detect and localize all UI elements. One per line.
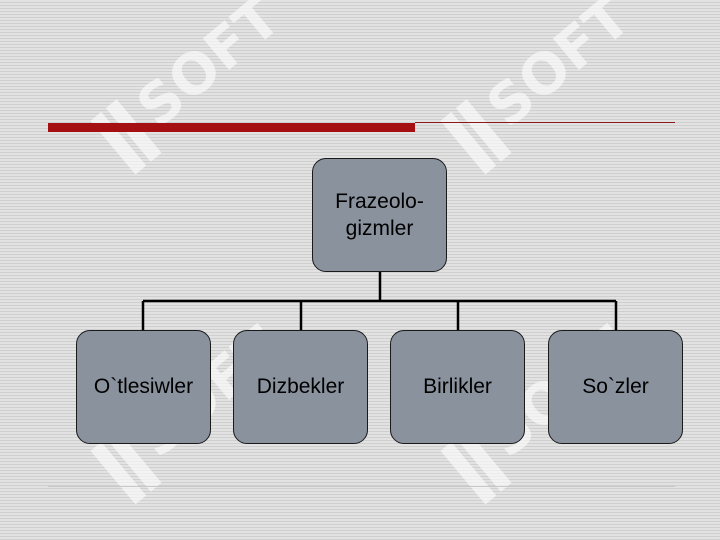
child-node-label: Dizbekler: [256, 375, 345, 399]
title-rule-line: [415, 122, 675, 123]
footer-rule-line: [48, 486, 675, 487]
root-node-label: Frazeolo- gizmler: [335, 189, 424, 240]
child-node-label: Birlikler: [423, 375, 492, 399]
title-accent-bar: [48, 123, 415, 132]
child-node-label: So`zler: [582, 375, 649, 399]
child-node-otlesiwler: O`tlesiwler: [76, 330, 211, 444]
child-node-birlikler: Birlikler: [390, 330, 525, 444]
child-node-dizbekler: Dizbekler: [233, 330, 368, 444]
root-node: Frazeolo- gizmler: [312, 158, 447, 272]
child-node-sozler: So`zler: [548, 330, 683, 444]
child-node-label: O`tlesiwler: [93, 375, 194, 399]
